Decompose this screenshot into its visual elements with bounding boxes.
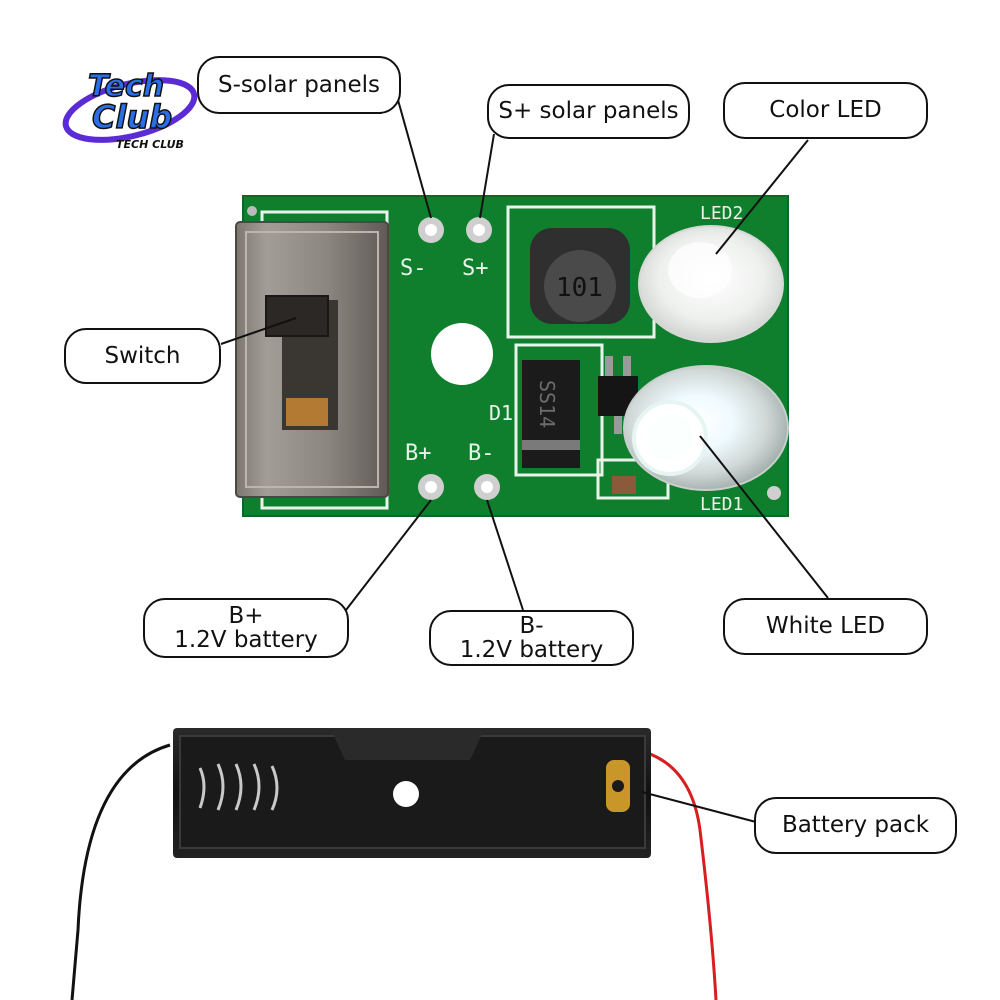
silk-led2: LED2: [700, 203, 743, 224]
callout-b-plus-line1: B+: [228, 602, 264, 629]
callout-color-led: Color LED: [723, 82, 928, 139]
pad-b-minus: [474, 474, 500, 500]
callout-s-plus-solar: S+ solar panels: [487, 84, 690, 139]
callout-b-plus-line2: 1.2V battery: [174, 627, 318, 653]
callout-white-led-label: White LED: [765, 613, 886, 640]
silk-led1: LED1: [700, 494, 743, 515]
callout-b-minus-line1: B-: [519, 612, 544, 639]
logo-line1: Tech: [88, 69, 164, 104]
callout-b-minus-line2: 1.2V battery: [459, 637, 604, 663]
color-led: [638, 225, 784, 343]
silk-d1: D1: [489, 401, 513, 425]
pad-s-minus: [418, 217, 444, 243]
pad-s-plus: [466, 217, 492, 243]
callout-white-led: White LED: [723, 598, 928, 655]
tech-club-logo: Tech Club TECH CLUB: [62, 68, 198, 151]
callout-b-plus-battery: B+ 1.2V battery: [143, 598, 349, 658]
pad-b-plus: [418, 474, 444, 500]
resistor: [612, 476, 636, 494]
silk-s-plus: S+: [462, 256, 489, 281]
inductor-label: 101: [556, 273, 603, 303]
callout-switch: Switch: [64, 328, 221, 384]
logo-subtitle: TECH CLUB: [116, 138, 184, 151]
callout-color-led-label: Color LED: [769, 97, 882, 124]
battery-pack: [70, 728, 718, 1000]
silk-b-plus: B+: [405, 441, 432, 466]
slide-switch: [235, 221, 389, 498]
callout-b-minus-battery: B- 1.2V battery: [429, 610, 634, 666]
callout-switch-label: Switch: [104, 342, 181, 369]
logo-line2: Club: [92, 98, 172, 136]
silk-b-minus: B-: [468, 441, 495, 466]
leader-lines: [220, 99, 829, 823]
white-led: [623, 365, 789, 491]
callout-battery-pack-label: Battery pack: [781, 812, 930, 839]
callout-s-plus-label: S+ solar panels: [498, 98, 679, 125]
diode-label: SS14: [535, 380, 559, 428]
diode-ss14: SS14: [522, 360, 580, 468]
inductor-101: 101: [530, 228, 630, 324]
callout-s-minus-label: S-solar panels: [218, 71, 380, 98]
callout-battery-pack: Battery pack: [754, 797, 957, 854]
silk-s-minus: S-: [400, 256, 427, 281]
callout-s-minus-solar: S-solar panels: [197, 56, 401, 114]
mounting-hole: [431, 323, 493, 385]
